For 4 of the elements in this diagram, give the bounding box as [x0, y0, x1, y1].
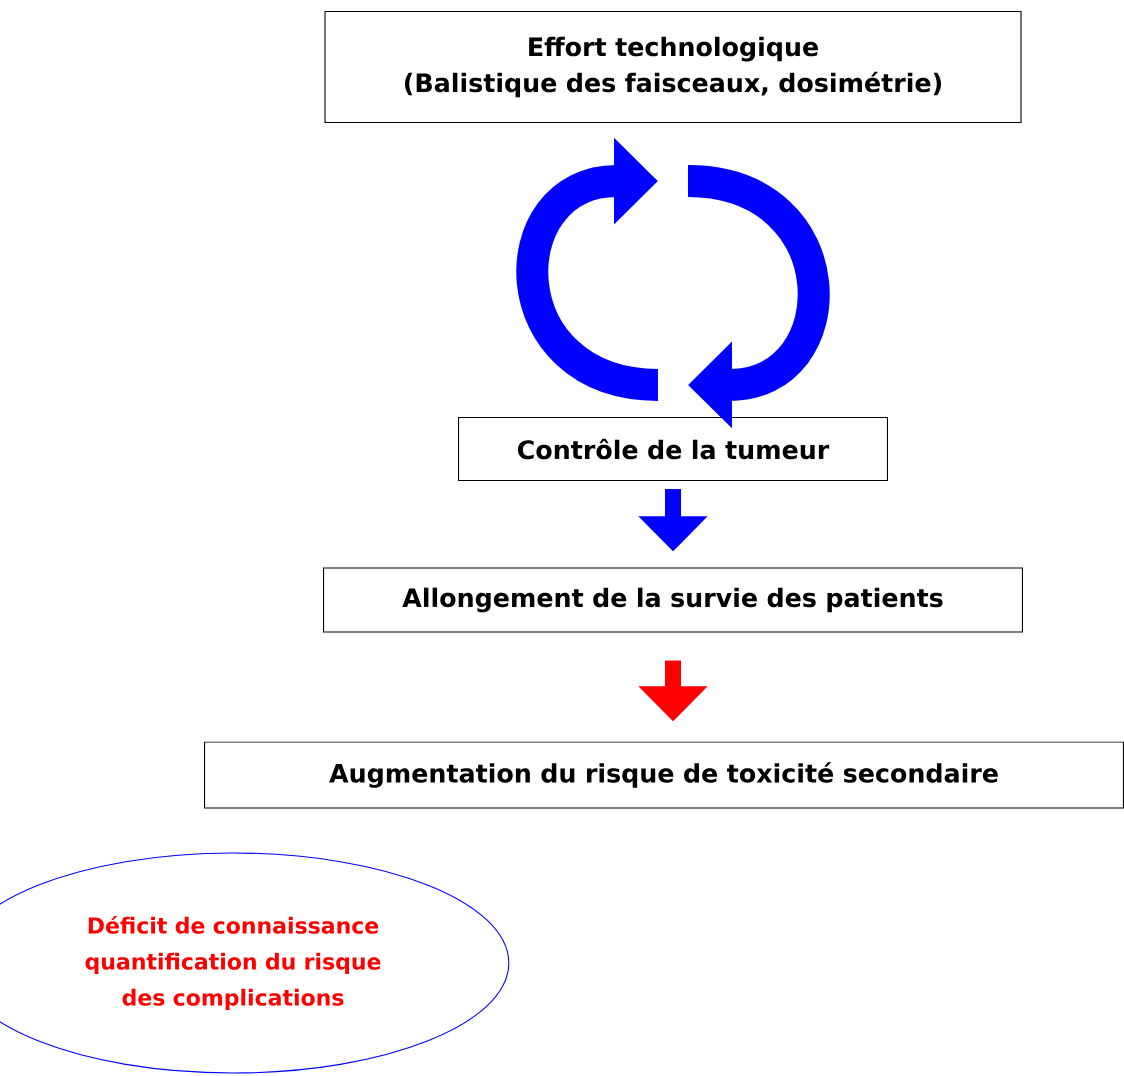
text-box: Effort technologique (Balistique des faisceaux, dosimétrie) — [324, 10, 1022, 124]
text-box: Augmentation du risque de toxicité secondaire — [204, 741, 1124, 809]
text-box: Contrôle de la tumeur — [458, 416, 888, 482]
text-box: Allongement de la survie des patients — [323, 567, 1023, 633]
